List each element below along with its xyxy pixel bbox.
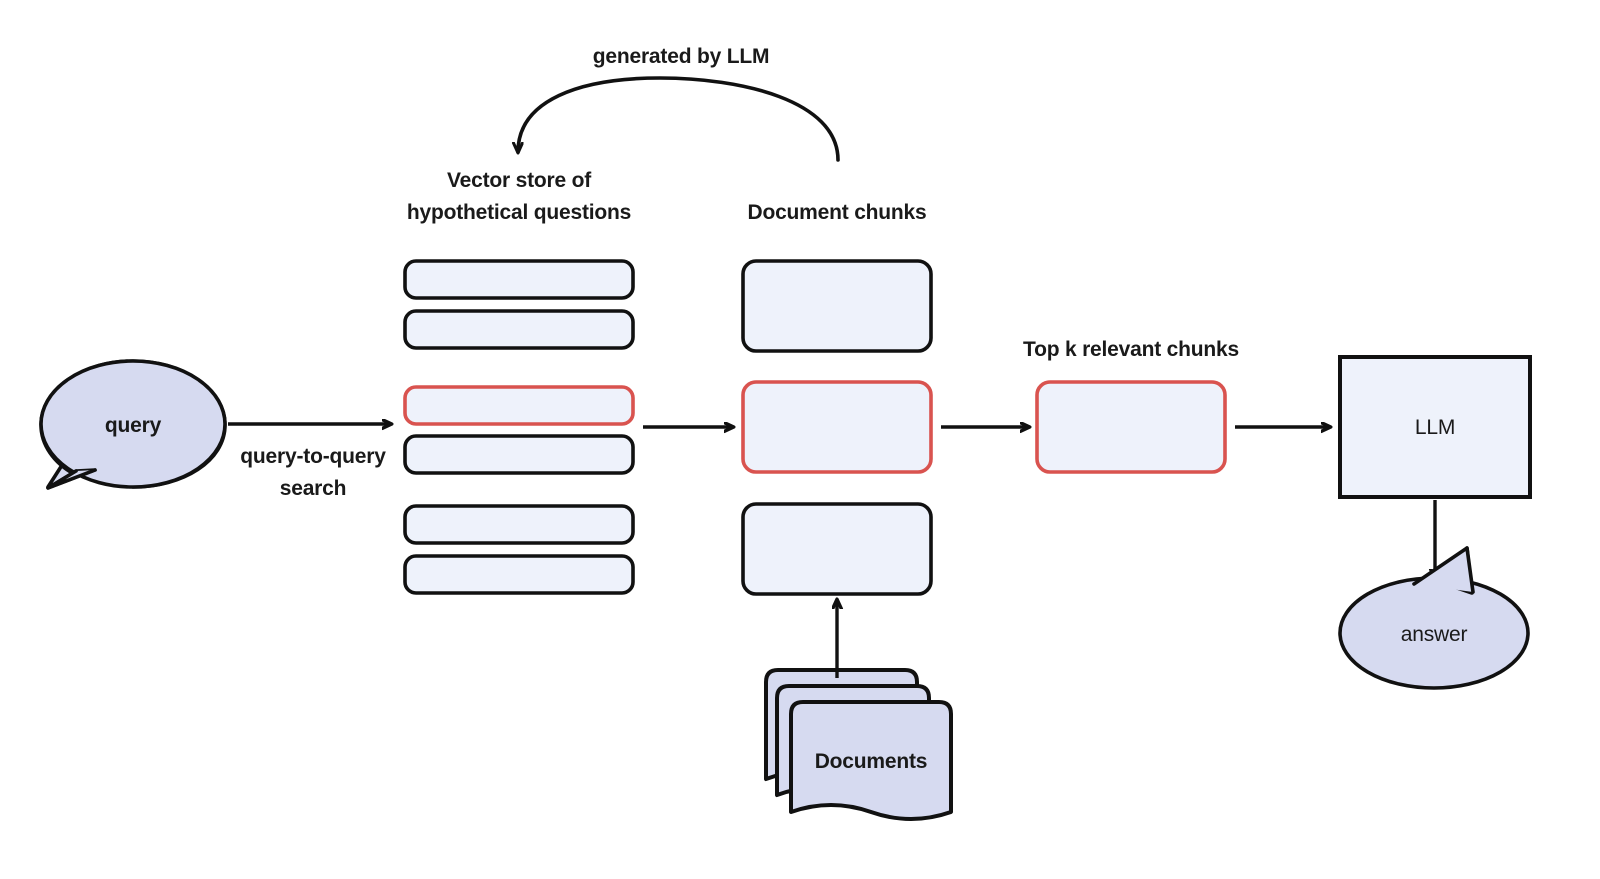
documents-stack-label: Documents: [814, 750, 928, 773]
query-to-query-label-line1: query-to-query: [240, 445, 386, 468]
query-bubble[interactable]: [39, 359, 227, 490]
vector-store-label-line2: hypothetical questions: [406, 201, 632, 224]
vector-store-item-1[interactable]: [403, 259, 635, 300]
vector-store-item-6[interactable]: [403, 554, 635, 595]
vector-store-item-3-highlighted[interactable]: [403, 385, 635, 426]
document-chunks-stack: [741, 259, 933, 596]
generated-by-llm-label: generated by LLM: [592, 45, 770, 68]
arrow-generated-by-llm-curve: [518, 76, 840, 162]
vector-store-item-4[interactable]: [403, 434, 635, 475]
top-k-chunk-1-highlighted[interactable]: [1035, 380, 1227, 474]
llm-box[interactable]: [1338, 355, 1532, 499]
top-k-label: Top k relevant chunks: [1023, 338, 1239, 361]
vector-store-stack: [403, 259, 635, 595]
vector-store-label-line1: Vector store of: [446, 169, 592, 192]
query-to-query-label-line2: search: [279, 477, 347, 500]
vector-store-item-5[interactable]: [403, 504, 635, 545]
top-k-stack: [1035, 380, 1227, 474]
answer-bubble[interactable]: [1338, 546, 1530, 690]
vector-store-item-2[interactable]: [403, 309, 635, 350]
document-sheet-front: [789, 700, 953, 821]
document-chunk-1[interactable]: [741, 259, 933, 353]
document-chunk-2-highlighted[interactable]: [741, 380, 933, 474]
query-bubble-label: query: [104, 414, 162, 437]
answer-bubble-label: answer: [1400, 623, 1468, 646]
document-chunk-3[interactable]: [741, 502, 933, 596]
documents-stack[interactable]: [764, 668, 953, 821]
llm-box-label: LLM: [1414, 416, 1456, 439]
document-chunks-label: Document chunks: [747, 201, 927, 224]
